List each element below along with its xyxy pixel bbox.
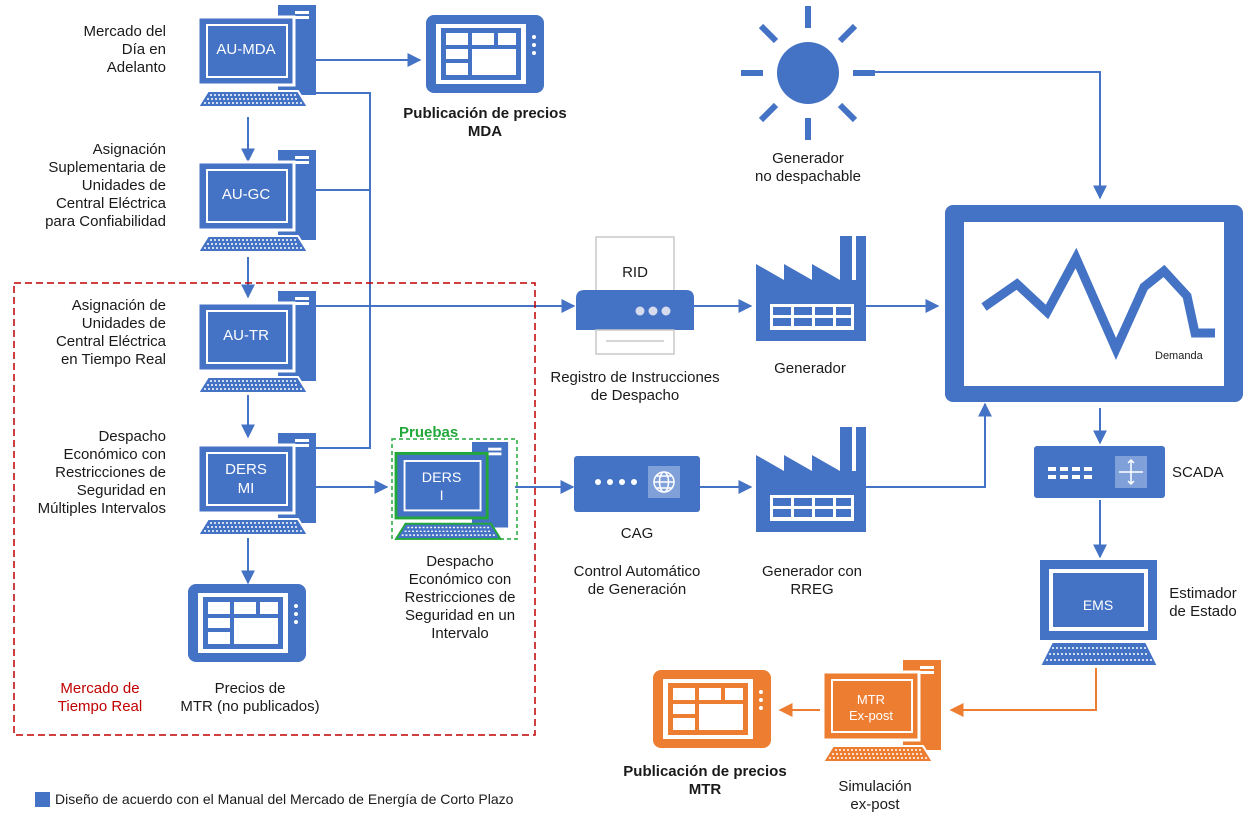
dispatch-instructions-line: de Despacho: [590, 387, 680, 404]
au-gc-computer-icon: AU-GC: [196, 148, 318, 254]
expost-simulation-label: Simulación ex-post: [820, 778, 930, 814]
ems-monitor-icon: EMS: [1038, 560, 1160, 667]
tr-label-line: Central Eléctrica: [55, 333, 166, 350]
mtr-prices-label: Precios de MTR (no publicados): [165, 680, 335, 716]
pruebas-label: Pruebas: [399, 424, 459, 441]
mtr-publication-line: Publicación de precios: [623, 763, 787, 780]
printer-icon: [576, 236, 694, 355]
mda-label-line: Mercado del: [83, 23, 166, 40]
real-time-market-label: Mercado de Tiempo Real: [40, 680, 160, 716]
mtr-publication-tablet-icon: [653, 670, 771, 748]
au-mda-screen-label: AU-MDA: [216, 41, 275, 58]
ders-i-description-label: Despacho Económico con Restricciones de …: [380, 553, 540, 643]
rid-label: RID: [622, 264, 648, 281]
ders-i-description-line: Restricciones de: [404, 589, 516, 606]
tr-label-line: Unidades de: [81, 315, 166, 332]
mda-publication-label: Publicación de precios MDA: [380, 105, 590, 141]
expost-simulation-line: ex-post: [850, 796, 900, 813]
demand-monitor-icon: [945, 205, 1243, 402]
non-dispatchable-generator-label: Generador no despachable: [738, 150, 878, 186]
state-estimator-label: Estimador de Estado: [1160, 585, 1246, 621]
au-mda-computer-icon: AU-MDA: [196, 3, 318, 109]
cag-description-label: Control Automático de Generación: [553, 563, 721, 599]
tr-label-line: Asignación de: [71, 297, 166, 314]
legend: Diseño de acuerdo con el Manual del Merc…: [35, 790, 513, 808]
mtr-publication-label: Publicación de precios MTR: [600, 763, 810, 799]
ems-screen-label: EMS: [1083, 597, 1113, 613]
au-tr-computer-icon: AU-TR: [196, 289, 318, 395]
ders-i-description-line: Económico con: [408, 571, 512, 588]
non-dispatchable-line: no despachable: [755, 168, 861, 185]
ders-mi-label-line: Restricciones de: [55, 464, 166, 481]
ders-i-screen-label-2: I: [440, 488, 444, 504]
dispatch-instructions-label: Registro de Instrucciones de Despacho: [530, 369, 740, 405]
gc-label: Asignación Suplementaria de Unidades de …: [0, 141, 166, 231]
ders-i-computer-icon: DERS I: [394, 442, 509, 540]
legend-label: Diseño de acuerdo con el Manual del Merc…: [55, 791, 514, 807]
mda-publication-line: MDA: [467, 123, 503, 140]
generator-label: Generador: [774, 360, 846, 377]
ders-i-description-line: Intervalo: [431, 625, 489, 642]
rreg-generator-line: RREG: [790, 581, 834, 598]
gc-label-line: Central Eléctrica: [55, 195, 166, 212]
gc-label-line: Unidades de: [81, 177, 166, 194]
ders-mi-label-line: Económico con: [63, 446, 166, 463]
demand-label: Demanda: [1155, 350, 1203, 362]
gc-label-line: Suplementaria de: [48, 159, 166, 176]
sun-icon: [741, 6, 875, 140]
real-time-market-line: Tiempo Real: [57, 698, 143, 715]
mtr-prices-tablet-icon: [188, 584, 306, 662]
cag-description-line: Control Automático: [573, 563, 701, 580]
ders-mi-label-line: Seguridad en: [76, 482, 166, 499]
non-dispatchable-line: Generador: [772, 150, 844, 167]
tr-label-line: en Tiempo Real: [60, 351, 166, 368]
ders-i-screen-label-1: DERS: [422, 470, 462, 486]
rreg-generator-factory-icon: [756, 427, 866, 532]
mtr-expost-computer-icon: MTR Ex-post: [821, 658, 943, 764]
real-time-market-line: Mercado de: [60, 680, 140, 697]
dispatch-instructions-line: Registro de Instrucciones: [550, 369, 720, 386]
ders-mi-computer-icon: DERS MI: [196, 431, 318, 537]
ders-mi-label-line: Múltiples Intervalos: [37, 500, 166, 517]
expost-simulation-line: Simulación: [838, 778, 912, 795]
ders-mi-screen-label-2: MI: [238, 480, 255, 497]
mda-label: Mercado del Día en Adelanto: [0, 23, 166, 77]
cag-description-line: de Generación: [587, 581, 687, 598]
real-time-market-frame: [13, 282, 536, 736]
ders-mi-label-line: Despacho: [98, 428, 166, 445]
tr-label: Asignación de Unidades de Central Eléctr…: [0, 297, 166, 369]
generator-factory-icon: [756, 236, 866, 341]
mtr-expost-screen-label-2: Ex-post: [849, 708, 893, 723]
cag-label: CAG: [620, 525, 654, 542]
ders-i-description-line: Seguridad en un: [404, 607, 516, 624]
ders-mi-label: Despacho Económico con Restricciones de …: [0, 428, 166, 518]
rreg-generator-line: Generador con: [761, 563, 863, 580]
scada-switch-icon: [1034, 446, 1165, 498]
mda-prices-tablet-icon: [426, 15, 544, 93]
mda-label-line: Adelanto: [106, 59, 166, 76]
scada-label: SCADA: [1172, 464, 1224, 481]
ders-mi-screen-label-1: DERS: [225, 461, 267, 478]
mtr-prices-line: Precios de: [214, 680, 286, 697]
mda-publication-line: Publicación de precios: [403, 105, 567, 122]
au-gc-screen-label: AU-GC: [222, 186, 271, 203]
au-tr-screen-label: AU-TR: [223, 327, 269, 344]
ders-i-description-line: Despacho: [426, 553, 494, 570]
gc-label-line: para Confiabilidad: [45, 213, 166, 230]
mtr-prices-line: MTR (no publicados): [180, 698, 320, 715]
mtr-publication-line: MTR: [688, 781, 722, 798]
mda-label-line: Día en: [121, 41, 166, 58]
gc-label-line: Asignación: [92, 141, 166, 158]
state-estimator-line: de Estado: [1169, 603, 1237, 620]
cag-device-icon: [574, 456, 700, 512]
legend-swatch: [35, 791, 50, 807]
state-estimator-line: Estimador: [1169, 585, 1237, 602]
rreg-generator-label: Generador con RREG: [750, 563, 874, 599]
mtr-expost-screen-label-1: MTR: [857, 692, 885, 707]
